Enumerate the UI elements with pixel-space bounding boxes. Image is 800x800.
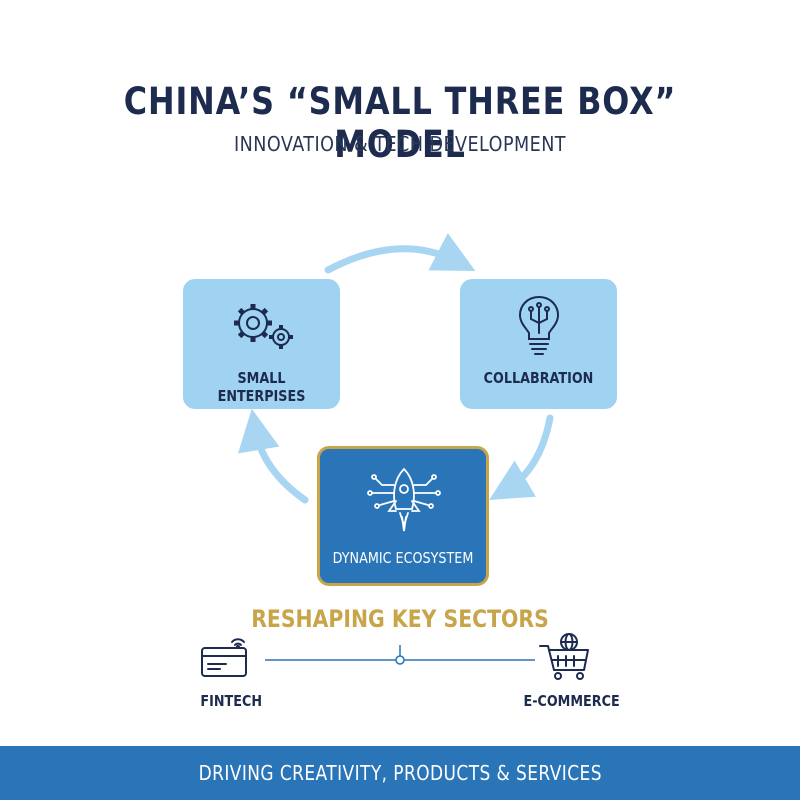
rocket-network-icon [367,467,441,532]
box-collaboration: COLLABRATION [460,279,617,409]
sector-label-fintech: FINTECH [200,692,262,710]
box-label: COLLABRATION [483,369,594,387]
gears-icon [234,304,293,349]
page-subtitle: INNOVATION & TECH DEVELOPMENT [234,132,566,156]
page-title: CHINA’S “SMALL THREE BOX” MODEL [123,80,677,166]
arrow-top [324,233,476,274]
sectors-title: RESHAPING KEY SECTORS [251,605,549,633]
box-dynamic-ecosystem: DYNAMIC ECOSYSTEM [317,446,489,586]
shopping-cart-globe-icon [539,633,589,680]
box-small-enterprises: SMALL ENTERPISES [183,279,340,409]
footer-banner: DRIVING CREATIVITY, PRODUCTS & SERVICES [0,746,800,800]
sector-label-ecommerce: E-COMMERCE [523,692,620,710]
box-label: SMALL ENTERPISES [217,369,306,405]
box-label: DYNAMIC ECOSYSTEM [332,549,474,567]
arrow-left [237,408,309,504]
arrow-right [489,414,554,500]
payment-card-icon [201,638,247,677]
footer-text: DRIVING CREATIVITY, PRODUCTS & SERVICES [198,761,602,785]
lightbulb-circuit-icon [518,295,560,355]
